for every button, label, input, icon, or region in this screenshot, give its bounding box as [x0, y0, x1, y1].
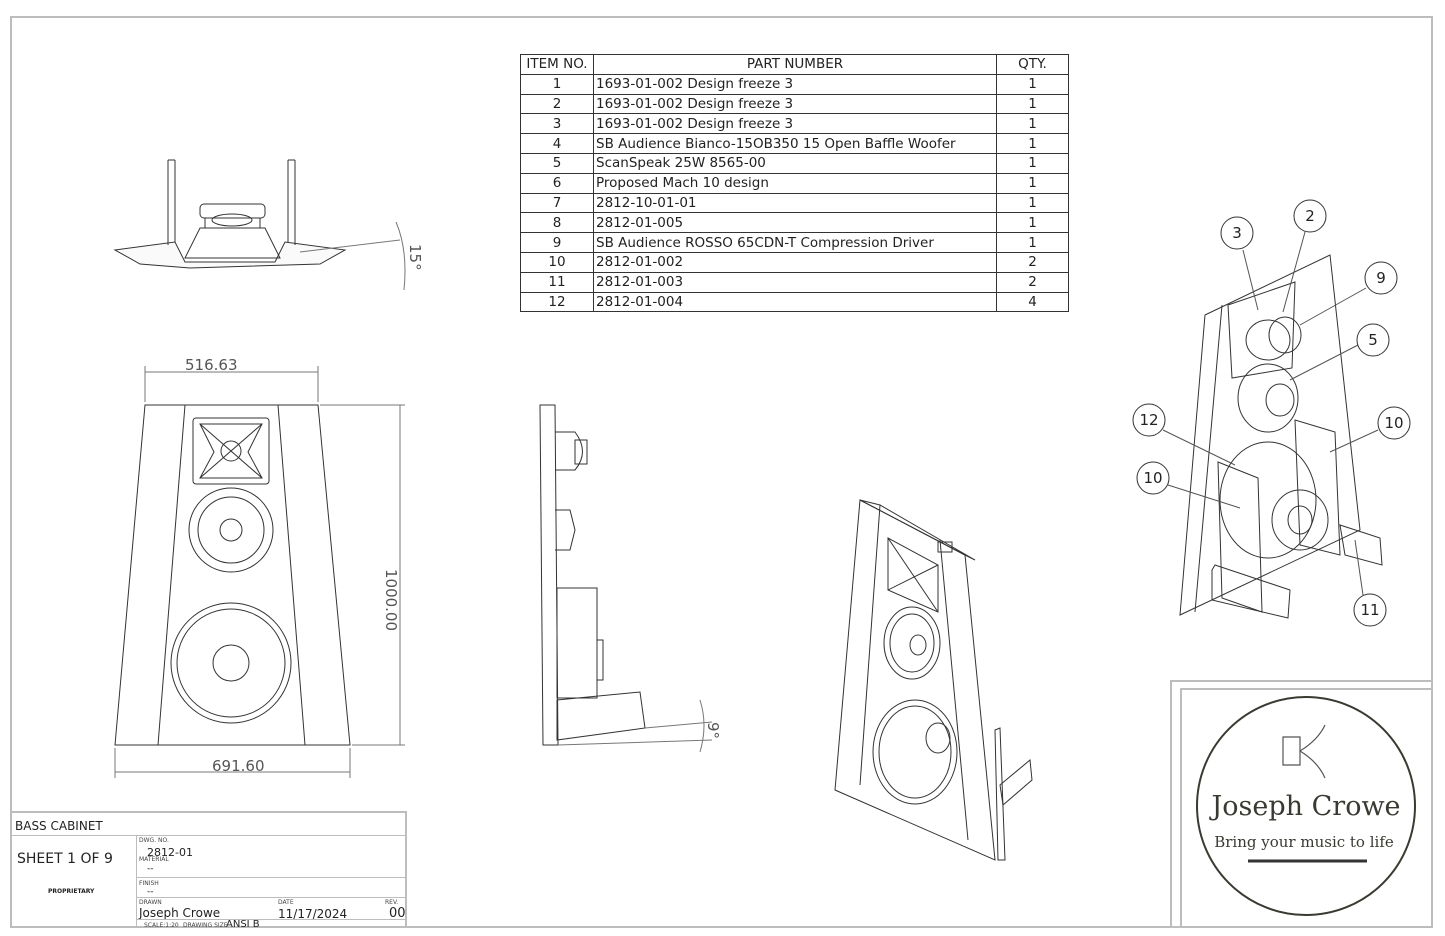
drawing-title: BASS CABINET — [15, 819, 103, 833]
bom-cell-part: 2812-01-004 — [593, 291, 997, 313]
logo-tagline: Bring your music to life — [1214, 833, 1394, 851]
bom-cell-part: 1693-01-002 Design freeze 3 — [593, 113, 997, 135]
scale-label: SCALE:1:20 — [144, 922, 179, 929]
finish-value: -- — [147, 887, 154, 897]
balloon-3: 3 — [1232, 224, 1242, 242]
side-view — [539, 404, 713, 753]
date-label: DATE — [278, 899, 294, 906]
top-view — [113, 159, 406, 291]
proprietary-label: PROPRIETARY — [48, 888, 95, 895]
dwg-no: 2812-01 — [147, 846, 193, 859]
logo-mark — [1196, 696, 1416, 916]
balloon-11: 11 — [1360, 601, 1379, 619]
front-view — [114, 366, 405, 778]
drawing-size: ANSI B — [226, 919, 260, 930]
sheet-number: SHEET 1 OF 9 — [17, 851, 113, 867]
bom-header-part: PART NUMBER — [593, 54, 997, 75]
balloon-12: 12 — [1139, 411, 1158, 429]
balloon-9: 9 — [1376, 269, 1386, 287]
isometric-view — [834, 499, 1033, 861]
bom-cell-part: SB Audience ROSSO 65CDN-T Compression Dr… — [593, 232, 997, 253]
drawing-size-label: DRAWING SIZE — [183, 922, 228, 929]
balloon-10-left: 10 — [1143, 469, 1162, 487]
bom-cell-part: Proposed Mach 10 design — [593, 172, 997, 194]
dim-bottom-width: 691.60 — [212, 757, 265, 775]
logo-frame-inner — [1180, 688, 1433, 928]
dwg-no-label: DWG. NO. — [139, 837, 169, 844]
exploded-view — [1162, 231, 1383, 619]
bom-cell-item: 12 — [520, 291, 594, 313]
date-value: 11/17/2024 — [278, 907, 348, 921]
dim-angle-top: 15° — [406, 244, 424, 271]
balloon-2: 2 — [1305, 207, 1315, 225]
bom-header-row: ITEM NO. PART NUMBER QTY. — [520, 54, 1069, 75]
dim-height: 1000.00 — [382, 569, 400, 631]
finish-label: FINISH — [139, 880, 159, 887]
rev-label: REV. — [385, 899, 399, 906]
sheet-border — [10, 16, 1433, 928]
balloon-10-right: 10 — [1384, 414, 1403, 432]
bom-header-qty: QTY. — [996, 54, 1069, 75]
material-value: -- — [147, 864, 154, 874]
drawn-label: DRAWN — [139, 899, 162, 906]
balloon-5: 5 — [1368, 331, 1378, 349]
logo-name: Joseph Crowe — [1208, 791, 1400, 822]
bom-cell-part: 1693-01-002 Design freeze 3 — [593, 93, 997, 115]
title-block: BASS CABINET SHEET 1 OF 9 PROPRIETARY DW… — [10, 811, 407, 930]
dim-angle-side: 9° — [704, 722, 722, 739]
bom-cell-part: 2812-01-003 — [593, 271, 997, 293]
bom-cell-part: 1693-01-002 Design freeze 3 — [593, 73, 997, 95]
drawn-by: Joseph Crowe — [139, 906, 221, 920]
dim-top-width: 516.63 — [185, 356, 238, 374]
balloon-group — [1132, 199, 1411, 627]
rev-value: 00 — [389, 906, 406, 921]
bom-cell-qty: 4 — [996, 291, 1069, 313]
material-label: MATERIAL — [139, 856, 169, 863]
